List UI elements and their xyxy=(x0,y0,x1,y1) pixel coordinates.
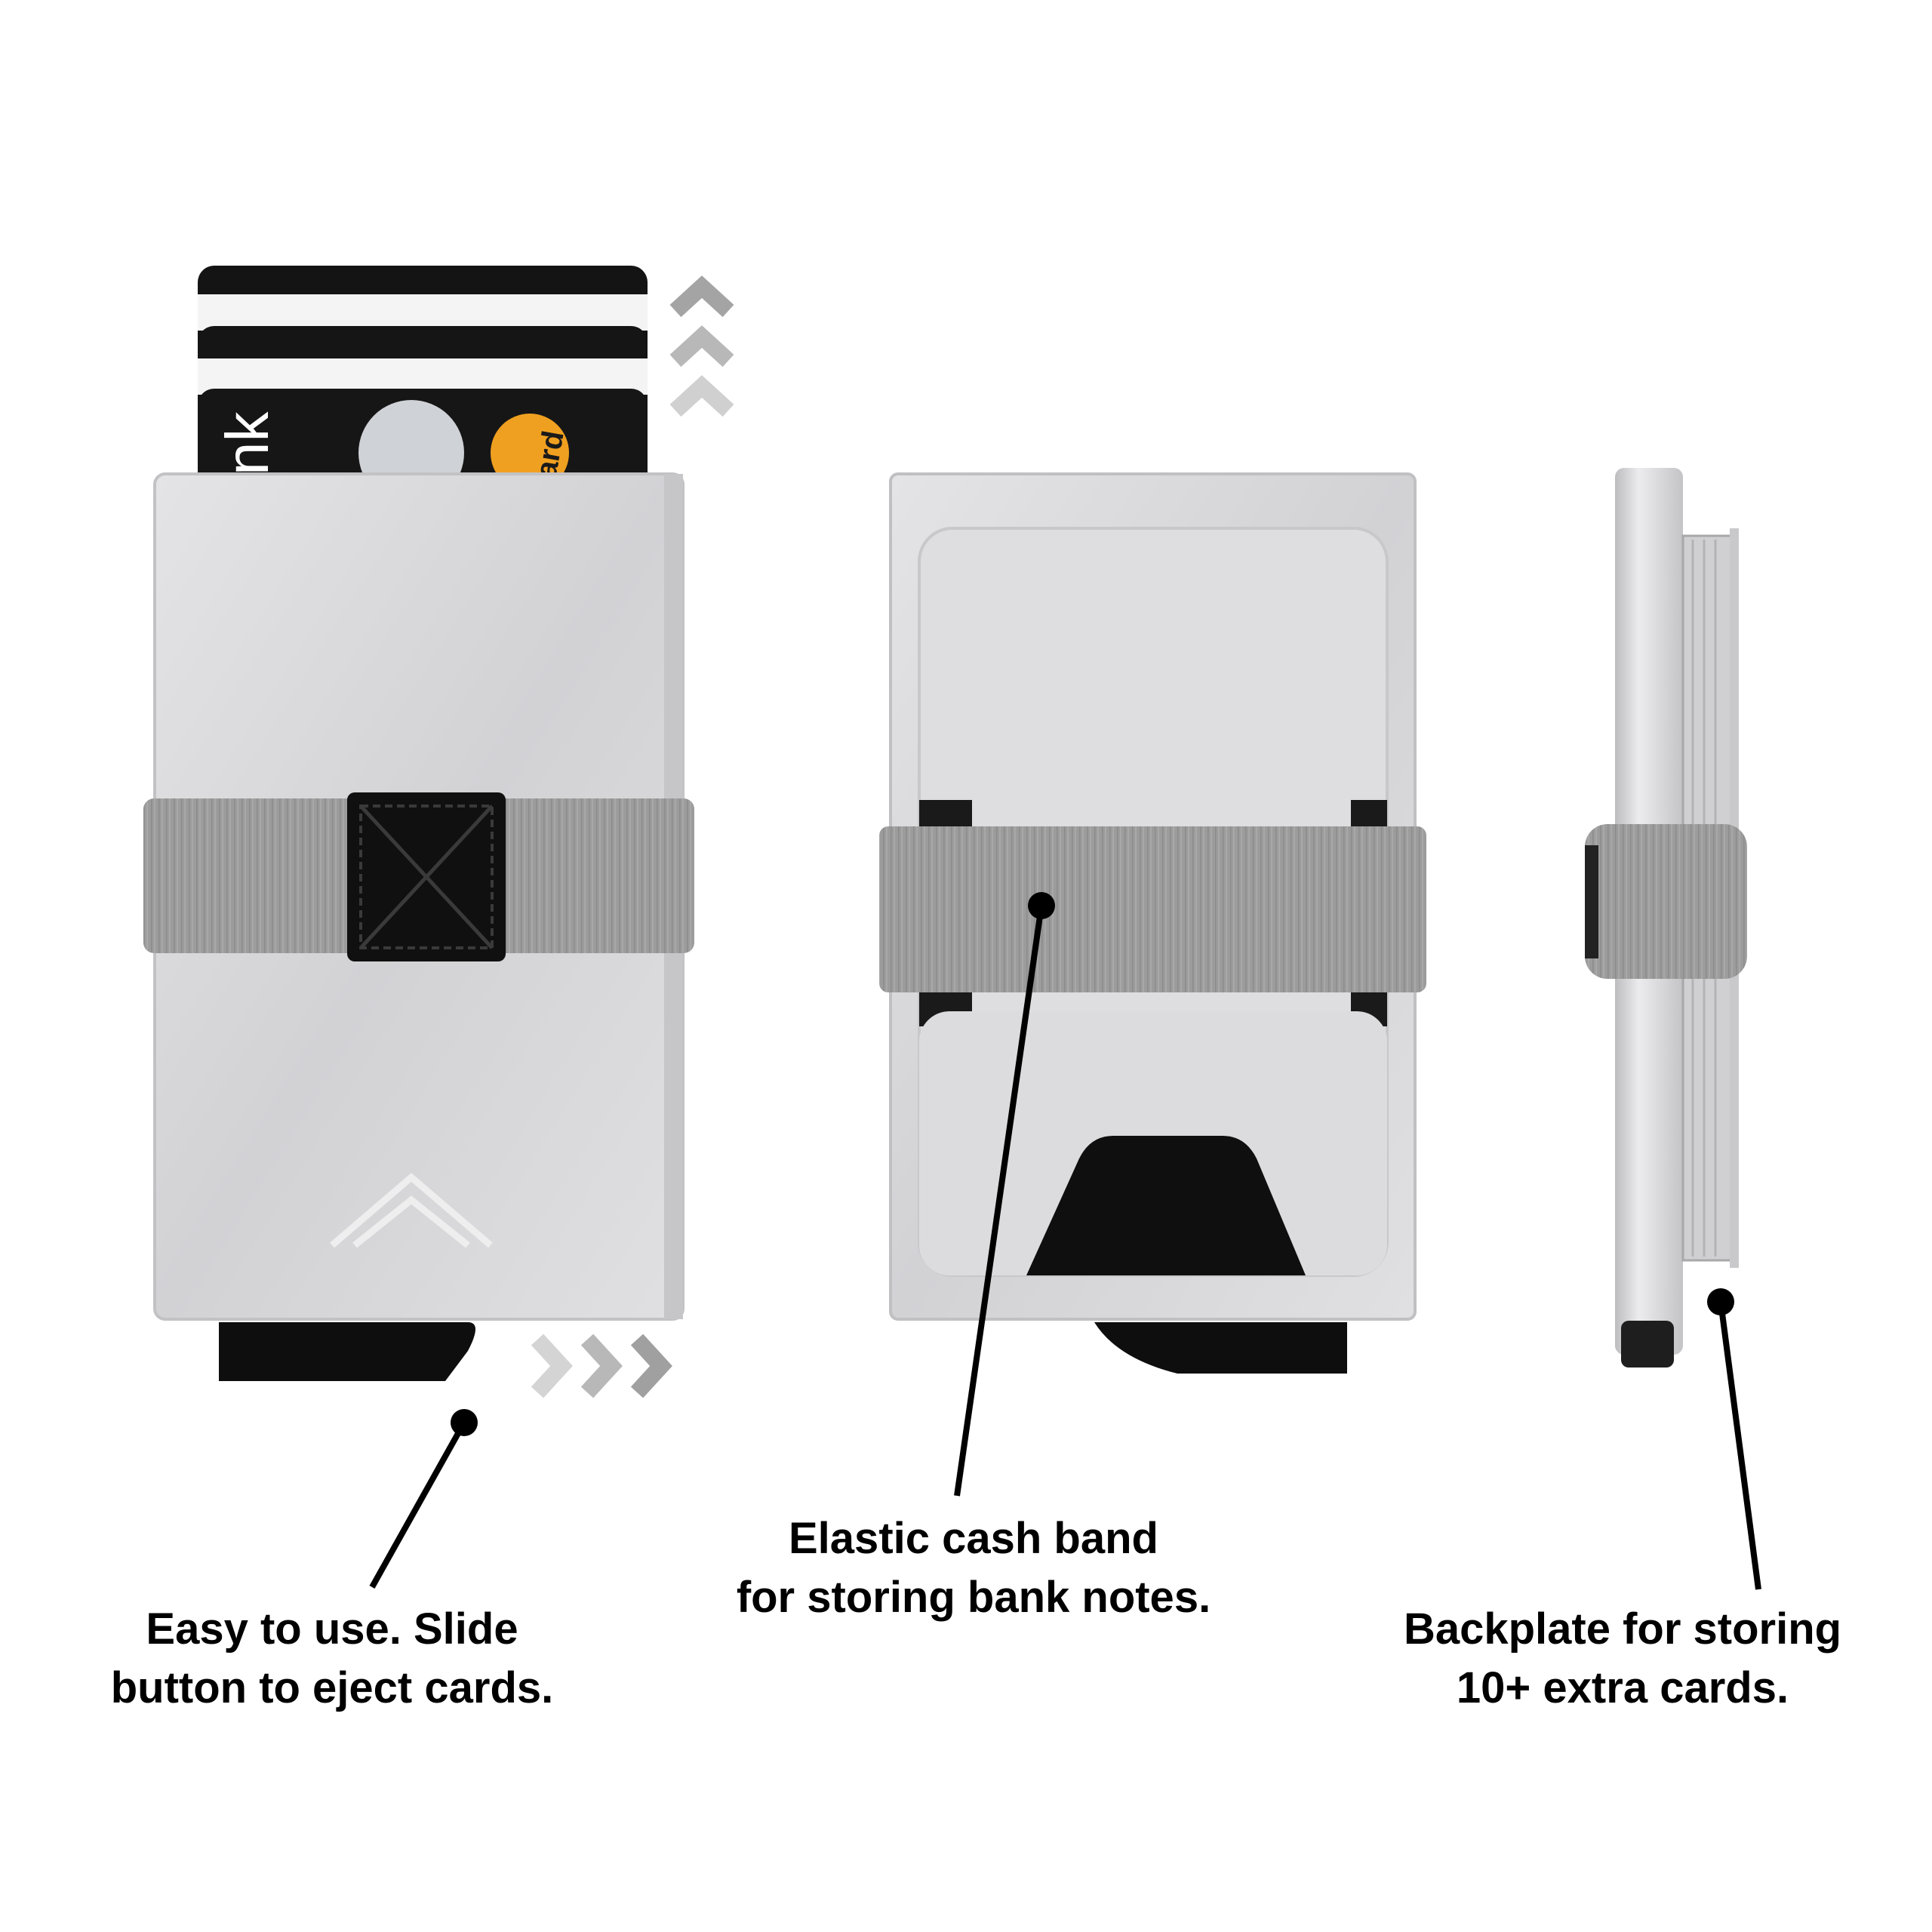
right-wallet xyxy=(1585,468,1761,1590)
triple-chevron-up-icon xyxy=(669,275,734,417)
caption-band-line2: for storing bank notes. xyxy=(736,1573,1211,1622)
slider-button-middle[interactable] xyxy=(1094,1322,1347,1374)
elastic-band-middle xyxy=(879,826,1426,992)
pointer-line-backplate xyxy=(1718,1301,1761,1590)
caption-backplate-line2: 10+ extra cards. xyxy=(1456,1663,1789,1712)
elastic-band-right xyxy=(1585,824,1747,979)
pointer-line-band xyxy=(954,905,1044,1497)
eject-slider-button[interactable] xyxy=(219,1322,475,1381)
caption-band-line1: Elastic cash band xyxy=(789,1514,1158,1563)
mountain-logo-icon xyxy=(330,1173,493,1248)
left-wallet: nk ard xyxy=(143,266,734,1589)
card-1-stripe xyxy=(198,294,648,331)
thumb-cutout xyxy=(1026,1136,1306,1275)
caption-eject: Easy to use. Slide button to eject cards… xyxy=(45,1600,619,1718)
triple-chevron-right-icon xyxy=(531,1334,672,1398)
caption-eject-line2: button to eject cards. xyxy=(110,1663,554,1712)
caption-band: Elastic cash band for storing bank notes… xyxy=(679,1509,1268,1627)
pointer-line-eject xyxy=(369,1421,467,1589)
caption-backplate: Backplate for storing 10+ extra cards. xyxy=(1358,1600,1887,1718)
caption-eject-line1: Easy to use. Slide xyxy=(146,1604,518,1654)
slider-foot-right[interactable] xyxy=(1621,1321,1674,1367)
x-stitched-leather-tab-icon[interactable] xyxy=(347,792,506,961)
card-mastercard-text: ard xyxy=(530,429,571,481)
card-bank-text: nk xyxy=(214,411,281,475)
middle-wallet xyxy=(879,472,1426,1497)
caption-backplate-line1: Backplate for storing xyxy=(1403,1604,1842,1654)
